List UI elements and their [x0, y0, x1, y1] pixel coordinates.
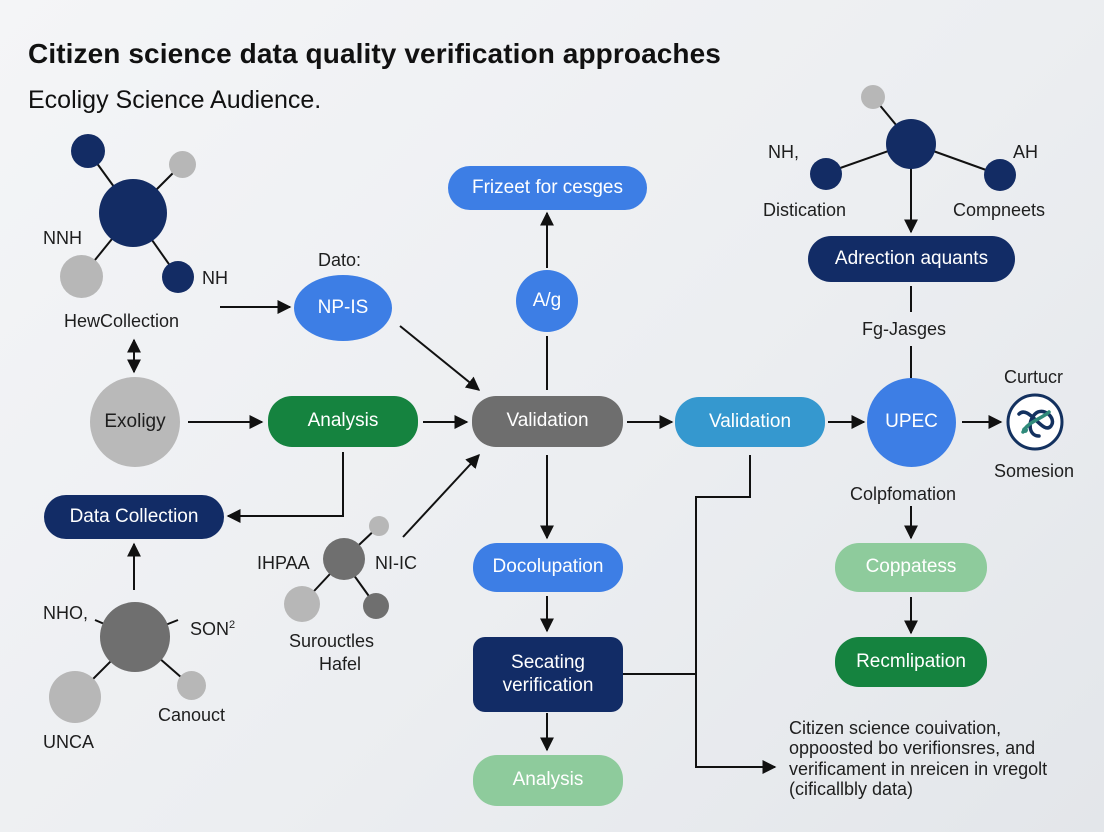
recomplication-node[interactable]: Recmlipation	[835, 637, 987, 687]
label-dato: Dato:	[318, 250, 362, 270]
atom-gray-medium	[49, 671, 101, 723]
label-ni-ic: NI-IC	[375, 553, 417, 573]
exoligy-node[interactable]: Exoligy	[90, 377, 180, 467]
atom-navy-small	[71, 134, 105, 168]
ag-node[interactable]: A/g	[516, 270, 578, 332]
atom-dark-medium	[323, 538, 365, 580]
page-subtitle: Ecoligy Science Audience.	[28, 86, 322, 114]
footnote-line: oppoosted bo verifionsres, and	[789, 738, 1036, 759]
adrection-aquants-node[interactable]: Adrection aquants	[808, 236, 1015, 282]
footnote-line: verificament in nreicen in vregolt	[789, 758, 1048, 779]
page-title: Citizen science data quality verificatio…	[28, 38, 721, 69]
label-canouct: Canouct	[158, 705, 226, 725]
label-hew-collection: HewCollection	[64, 311, 180, 331]
label-nho: NHO,	[43, 603, 88, 623]
molecule-knot-icon	[1005, 392, 1065, 452]
label-fg-jasges: Fg-Jasges	[862, 319, 947, 339]
atom-gray-small	[177, 671, 206, 700]
upec-node[interactable]: UPEC	[867, 378, 956, 467]
analysis-node[interactable]: Analysis	[268, 396, 418, 447]
label-somesion: Somesion	[994, 461, 1075, 481]
np-is-node[interactable]: NP-IS	[294, 275, 392, 341]
label-colpfomation: Colpfomation	[850, 484, 957, 504]
label-ihpaa: IHPAA	[257, 553, 310, 573]
atom-navy-large	[99, 179, 167, 247]
atom-dark-large	[100, 602, 170, 672]
label-son: SON2	[190, 619, 236, 639]
label-nh-right: NH,	[768, 142, 799, 162]
atom-navy-small	[810, 158, 842, 190]
atom-dark-small	[363, 593, 389, 619]
analysis-light-node[interactable]: Analysis	[473, 755, 623, 806]
atom-gray-medium	[60, 255, 103, 298]
validation-teal-node[interactable]: Validation	[675, 397, 825, 447]
label-hafel: Hafel	[319, 654, 362, 674]
atom-gray-small	[861, 85, 885, 109]
label-ah: AH	[1013, 142, 1039, 162]
label-nh: NH	[202, 268, 228, 288]
atom-navy-small	[162, 261, 194, 293]
label-compneets: Compneets	[953, 200, 1046, 220]
docolupation-node[interactable]: Docolupation	[473, 543, 623, 592]
validation-node[interactable]: Validation	[472, 396, 623, 447]
footnote-line: Citizen science couivation,	[789, 718, 1002, 738]
footnote: Citizen science couivation, oppoosted bo…	[789, 718, 1047, 799]
atom-navy-large	[886, 119, 936, 169]
atom-gray-tiny	[369, 516, 389, 536]
label-unca: UNCA	[43, 732, 95, 752]
label-curtucr: Curtucr	[1004, 367, 1064, 387]
secating-verification-node[interactable]: Secating verification	[473, 637, 623, 712]
coppatess-node[interactable]: Coppatess	[835, 543, 987, 592]
footnote-line: (cificallbly data)	[789, 778, 914, 799]
label-distication: Distication	[763, 200, 847, 220]
atom-gray-medium	[284, 586, 320, 622]
frizeet-node[interactable]: Frizeet for cesges	[448, 166, 647, 210]
atom-navy-small	[984, 159, 1016, 191]
label-nnh: NNH	[43, 228, 82, 248]
atom-gray-small	[169, 151, 196, 178]
data-collection-node[interactable]: Data Collection	[44, 495, 224, 539]
label-surouctles: Surouctles	[289, 631, 375, 651]
